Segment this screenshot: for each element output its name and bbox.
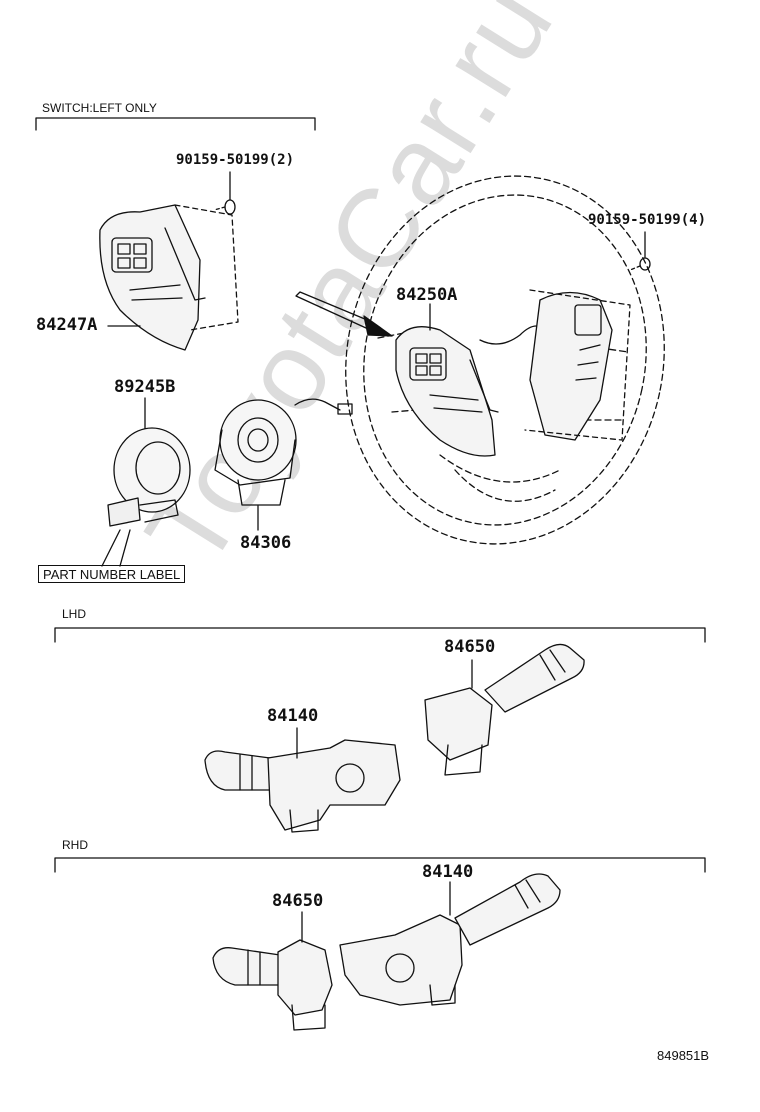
part-label-lhd-84650: 84650 bbox=[444, 637, 496, 657]
part-label-84250A: 84250A bbox=[396, 285, 458, 305]
diagram-id: 849851B bbox=[657, 1048, 710, 1063]
rhd-wiper-switch bbox=[212, 911, 333, 1031]
steering-panel-right bbox=[524, 289, 631, 441]
rhd-headlight-switch bbox=[339, 873, 561, 1006]
screw-top-left bbox=[213, 171, 236, 215]
section-title-lhd: LHD bbox=[62, 607, 87, 621]
part-label-screw-top-left: 90159-50199(2) bbox=[176, 152, 295, 168]
lhd-headlight-switch bbox=[204, 727, 401, 833]
steering-switch-left bbox=[99, 204, 239, 351]
leader-part-number-label bbox=[101, 529, 131, 567]
part-label-rhd-84140: 84140 bbox=[422, 862, 474, 882]
bracket-switch-left bbox=[35, 117, 316, 131]
part-number-label-box: PART NUMBER LABEL bbox=[38, 565, 186, 583]
part-label-89245B: 89245B bbox=[114, 377, 176, 397]
screw-right bbox=[629, 231, 651, 271]
steering-sensor bbox=[107, 397, 191, 527]
arrow-to-switch bbox=[295, 291, 393, 337]
bracket-lhd bbox=[54, 627, 706, 643]
section-title-rhd: RHD bbox=[62, 838, 88, 852]
steering-wheel bbox=[345, 175, 665, 545]
part-label-rhd-84650: 84650 bbox=[272, 891, 324, 911]
spiral-cable bbox=[214, 398, 353, 531]
section-title-switch-left: SWITCH:LEFT ONLY bbox=[42, 101, 157, 115]
part-label-84306: 84306 bbox=[240, 533, 292, 553]
lhd-wiper-switch bbox=[424, 643, 585, 776]
part-label-lhd-84140: 84140 bbox=[267, 706, 319, 726]
bracket-rhd bbox=[54, 857, 706, 873]
part-label-screw-right: 90159-50199(4) bbox=[588, 212, 707, 228]
part-label-84247A: 84247A bbox=[36, 315, 98, 335]
steering-switch-right bbox=[395, 325, 546, 457]
